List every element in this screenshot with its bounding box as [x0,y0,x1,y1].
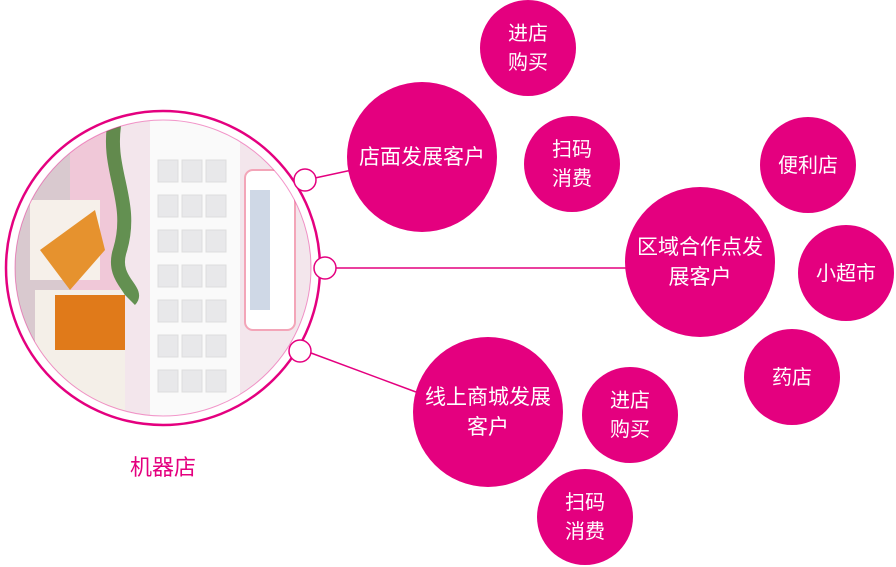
connector-node [293,168,317,192]
child-visit-store: 进店购买 [480,0,576,96]
hub-storefront: 店面发展客户 [347,82,497,232]
child-pharmacy: 药店 [744,329,840,425]
connector-node [288,339,312,363]
child-convenience-store: 便利店 [760,117,856,213]
child-label: 便利店 [778,152,838,177]
child-mini-market: 小超市 [798,225,894,321]
child-label: 小超市 [816,260,876,285]
child-label: 扫码消费 [565,490,605,543]
child-scan-pay: 扫码消费 [537,469,633,565]
hub-label: 线上商城发展客户 [425,384,551,439]
child-label: 药店 [772,364,812,389]
child-label: 进店购买 [508,21,548,74]
hub-regional-partner: 区域合作点发展客户 [625,187,775,337]
child-label: 扫码消费 [552,137,592,190]
child-visit-store: 进店购买 [582,367,678,463]
hub-label: 店面发展客户 [359,144,485,169]
child-label: 进店购买 [610,388,650,441]
hub-label: 区域合作点发展客户 [637,234,763,289]
connector-line [314,169,353,179]
child-scan-pay: 扫码消费 [524,116,620,212]
hub-online-mall: 线上商城发展客户 [413,337,563,487]
connector-node [313,256,337,280]
store-label: 机器店 [129,456,196,481]
connector-line [310,352,417,393]
